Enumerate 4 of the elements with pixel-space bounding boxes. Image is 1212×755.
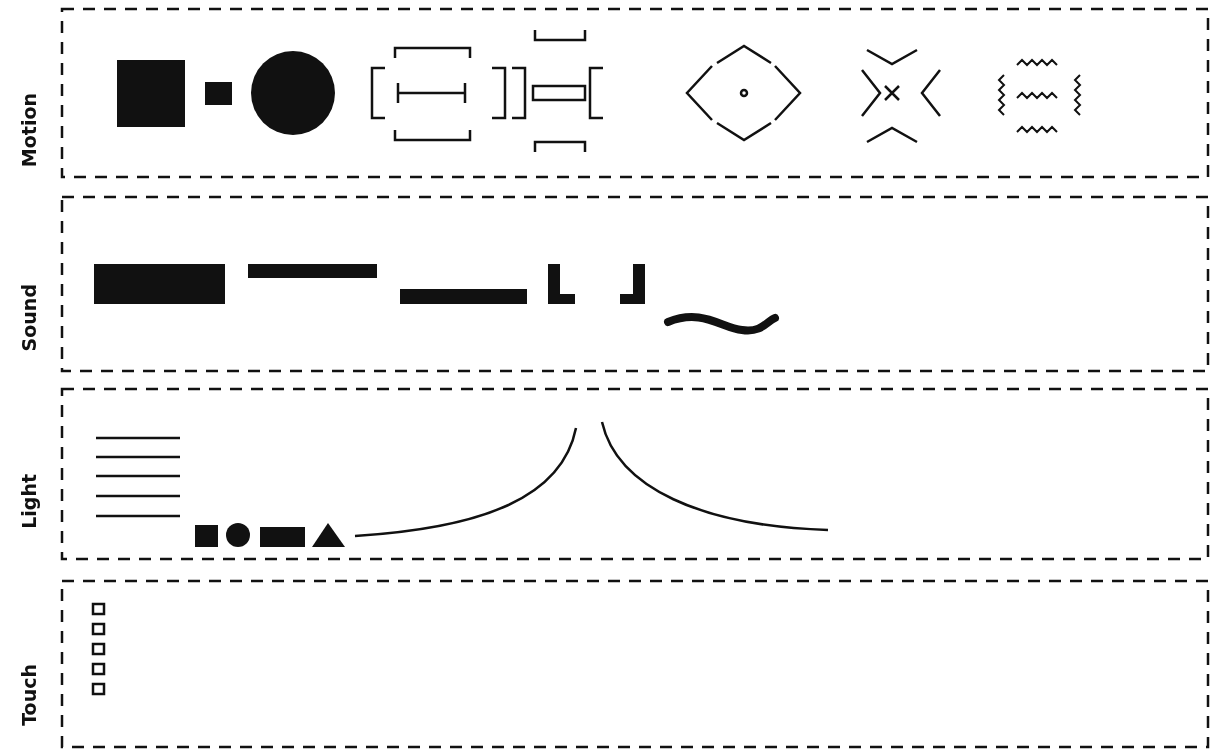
- row-label: Touch: [20, 664, 39, 726]
- row-label: Motion: [20, 93, 39, 168]
- row-label: Light: [20, 474, 39, 529]
- row-label: Sound: [20, 284, 39, 352]
